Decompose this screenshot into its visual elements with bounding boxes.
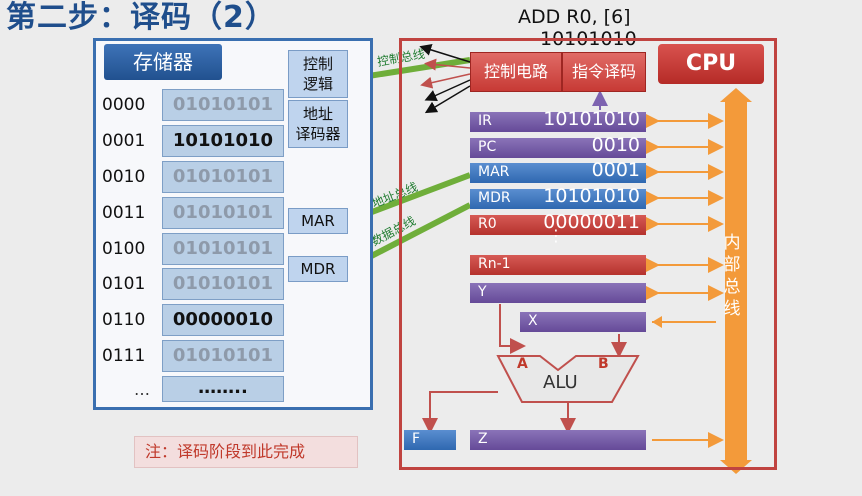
cpu-panel: [399, 38, 777, 470]
memory-cell: 01010101: [162, 233, 284, 265]
memory-address: 0010: [102, 167, 146, 187]
memory-control-logic: 控制 逻辑: [288, 50, 348, 98]
register-name: PC: [478, 139, 497, 155]
instruction-decode: 指令译码: [562, 52, 646, 92]
cpu-label: CPU: [658, 44, 764, 84]
memory-cell: 01010101: [162, 161, 284, 193]
alu-shape: [496, 355, 640, 403]
memory-mdr: MDR: [288, 256, 348, 282]
register-f: F: [404, 430, 456, 450]
register-name: Y: [478, 284, 487, 300]
memory-cell-ellipsis: ……..: [162, 376, 284, 402]
memory-cell: 00000010: [162, 304, 284, 336]
memory-address: 0100: [102, 239, 146, 259]
memory-cell: 01010101: [162, 340, 284, 372]
register-name: MDR: [478, 190, 511, 206]
instruction-text: ADD R0, [6]: [518, 6, 631, 28]
register-name: Z: [478, 431, 488, 447]
register-x: X: [520, 312, 646, 332]
memory-mar: MAR: [288, 208, 348, 234]
register-pc: PC 0010: [470, 134, 646, 158]
note: 注：译码阶段到此完成: [134, 436, 358, 468]
register-z: Z: [470, 430, 646, 450]
memory-address: 0110: [102, 310, 146, 330]
register-name: F: [412, 431, 421, 447]
register-value: 10101010: [543, 108, 640, 130]
memory-address: 0000: [102, 95, 146, 115]
memory-label: 存储器: [104, 44, 222, 80]
register-value: 0010: [591, 134, 640, 156]
register-value: 00000011: [543, 211, 640, 233]
alu-input-a: A: [517, 356, 528, 372]
register-value: 10101010: [543, 185, 640, 207]
register-r0: R0 00000011: [470, 211, 646, 235]
register-name: R0: [478, 216, 497, 232]
address-bus-line: [354, 172, 472, 221]
register-value: 0001: [591, 159, 640, 181]
register-name: Rn-1: [478, 256, 511, 272]
data-bus-line: [354, 202, 472, 267]
address-decoder: 地址 译码器: [288, 100, 348, 148]
register-y: Y: [470, 283, 646, 303]
memory-address: 0011: [102, 203, 146, 223]
register-rn1: Rn-1: [470, 255, 646, 275]
memory-address-ellipsis: …: [134, 380, 150, 399]
register-mar: MAR 0001: [470, 159, 646, 183]
memory-address: 0111: [102, 346, 146, 366]
page-title: 第二步：译码（2）: [6, 0, 276, 35]
control-circuit: 控制电路: [470, 52, 562, 92]
register-ir: IR 10101010: [470, 108, 646, 132]
memory-address: 0001: [102, 131, 146, 151]
alu-input-b: B: [598, 356, 609, 372]
memory-cell: 01010101: [162, 268, 284, 300]
register-name: MAR: [478, 164, 510, 180]
register-name: X: [528, 313, 538, 329]
memory-address: 0101: [102, 274, 146, 294]
memory-cell: 10101010: [162, 125, 284, 157]
internal-bus-label: 内部总线: [723, 233, 741, 319]
memory-cell: 01010101: [162, 197, 284, 229]
control-bus-line: [355, 57, 471, 81]
register-name: IR: [478, 113, 492, 129]
memory-cell: 01010101: [162, 89, 284, 121]
register-mdr: MDR 10101010: [470, 185, 646, 209]
register-dots: ⋮: [548, 226, 564, 245]
alu-label: ALU: [543, 372, 578, 393]
